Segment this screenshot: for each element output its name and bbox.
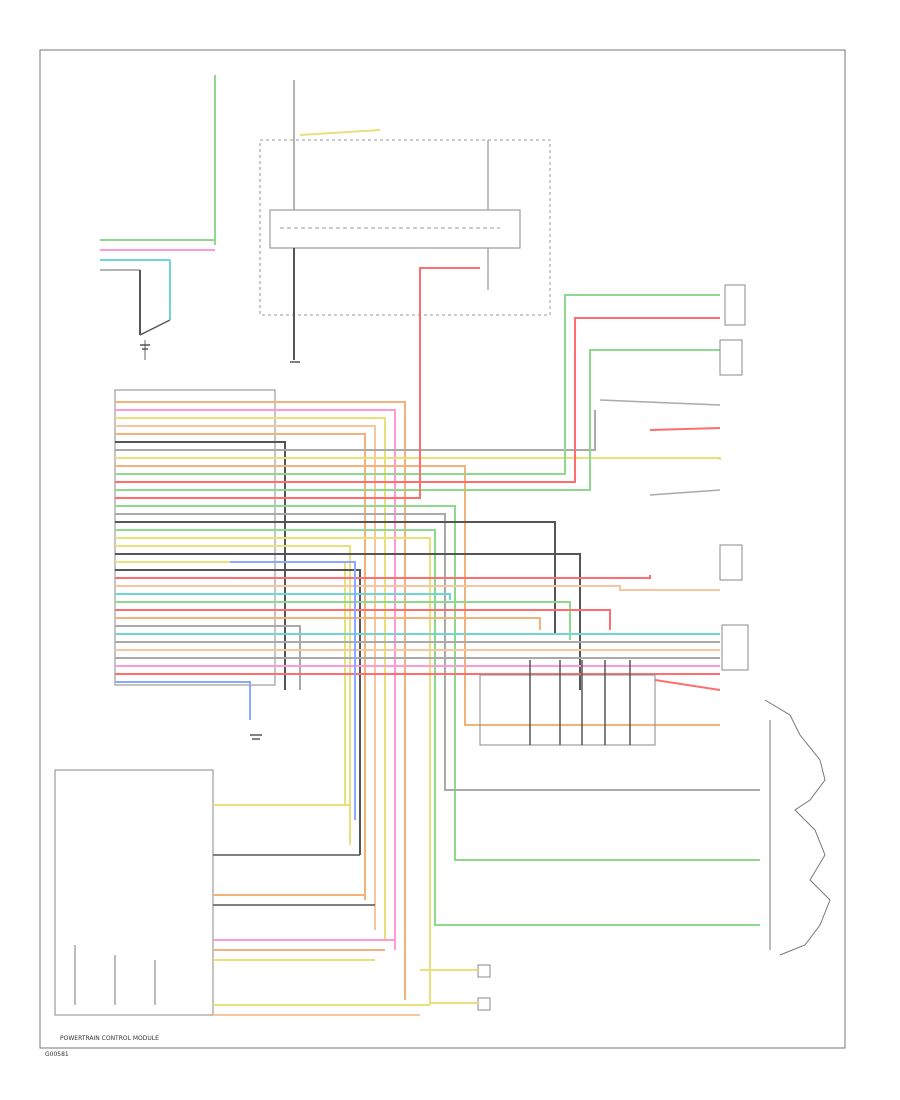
solenoid-pack bbox=[764, 699, 831, 956]
lower-control-module bbox=[54, 769, 430, 1016]
module-caption: POWERTRAIN CONTROL MODULE bbox=[60, 1035, 159, 1042]
ground-points bbox=[140, 344, 300, 740]
top-relay-area bbox=[214, 75, 551, 360]
constant-control-relay-module-box bbox=[259, 139, 551, 316]
harness-wires bbox=[115, 267, 760, 1005]
brake-switch-box bbox=[724, 284, 746, 326]
diagram-frame bbox=[39, 49, 846, 1049]
transmission-range-sensor-box bbox=[721, 624, 749, 671]
center-connector-box bbox=[479, 674, 656, 746]
output-shaft-sensor-box bbox=[719, 339, 743, 376]
bottom-sensors bbox=[420, 964, 491, 1011]
data-link-connector bbox=[100, 239, 215, 360]
bottom-sensor-2 bbox=[477, 997, 491, 1011]
footer-code: G00581 bbox=[45, 1051, 69, 1058]
center-connector bbox=[479, 660, 656, 746]
relay-inner-box bbox=[269, 209, 521, 249]
lower-control-box bbox=[54, 769, 214, 1016]
bottom-sensor-1 bbox=[477, 964, 491, 978]
right-components bbox=[599, 284, 749, 691]
turbine-speed-sensor-box bbox=[719, 544, 743, 581]
